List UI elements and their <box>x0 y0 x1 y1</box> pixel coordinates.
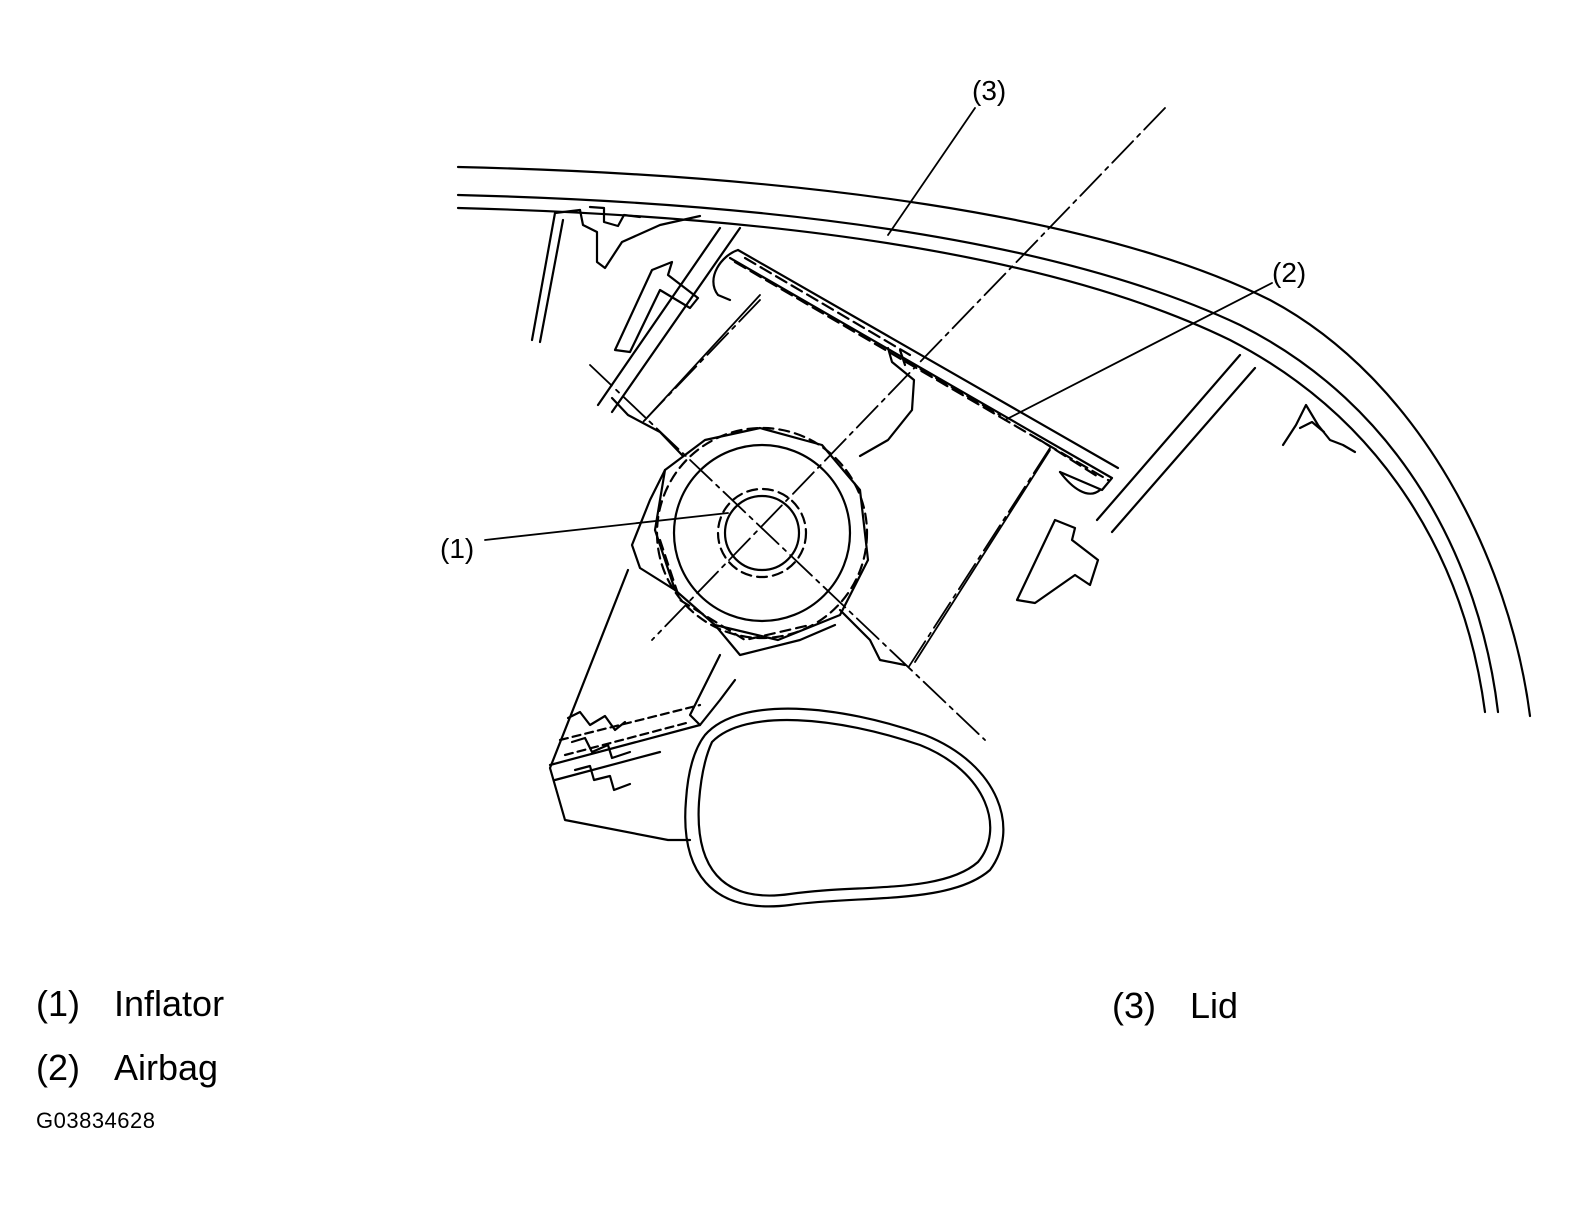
leader-line-1 <box>484 512 729 541</box>
legend-name: Inflator <box>114 983 225 1024</box>
inflator-body <box>548 426 870 842</box>
inflator-dashed-circles <box>655 426 869 642</box>
lid-outline <box>456 165 1532 718</box>
lower-cushion <box>684 707 1005 908</box>
legend-number: (2) <box>36 1047 80 1088</box>
legend-number: (1) <box>36 983 80 1024</box>
callout-label-1: (1) <box>440 533 474 564</box>
leader-line-2 <box>1004 282 1273 421</box>
callout-label-2: (2) <box>1272 257 1306 288</box>
legend-item-lid: (3) Lid <box>1112 986 1238 1026</box>
airbag-dashed-fold-lines <box>733 256 1110 482</box>
mounting-tab-dashed <box>558 703 702 757</box>
mounting-tab <box>548 710 702 792</box>
legend-name: Airbag <box>114 1047 219 1088</box>
leader-line-3 <box>887 107 976 236</box>
legend-item-airbag: (2) Airbag <box>36 1048 218 1088</box>
parallel-construction-lines <box>644 294 1051 663</box>
callout-label-3: (3) <box>972 75 1006 106</box>
center-axis-lines <box>589 107 1166 741</box>
legend-number: (3) <box>1112 985 1156 1026</box>
retainer-brackets <box>613 260 1100 605</box>
legend-item-inflator: (1) Inflator <box>36 984 224 1024</box>
leader-lines <box>484 107 1273 541</box>
legend-name: Lid <box>1190 985 1239 1026</box>
figure-id: G03834628 <box>36 1108 156 1133</box>
airbag-housing <box>610 248 1120 667</box>
